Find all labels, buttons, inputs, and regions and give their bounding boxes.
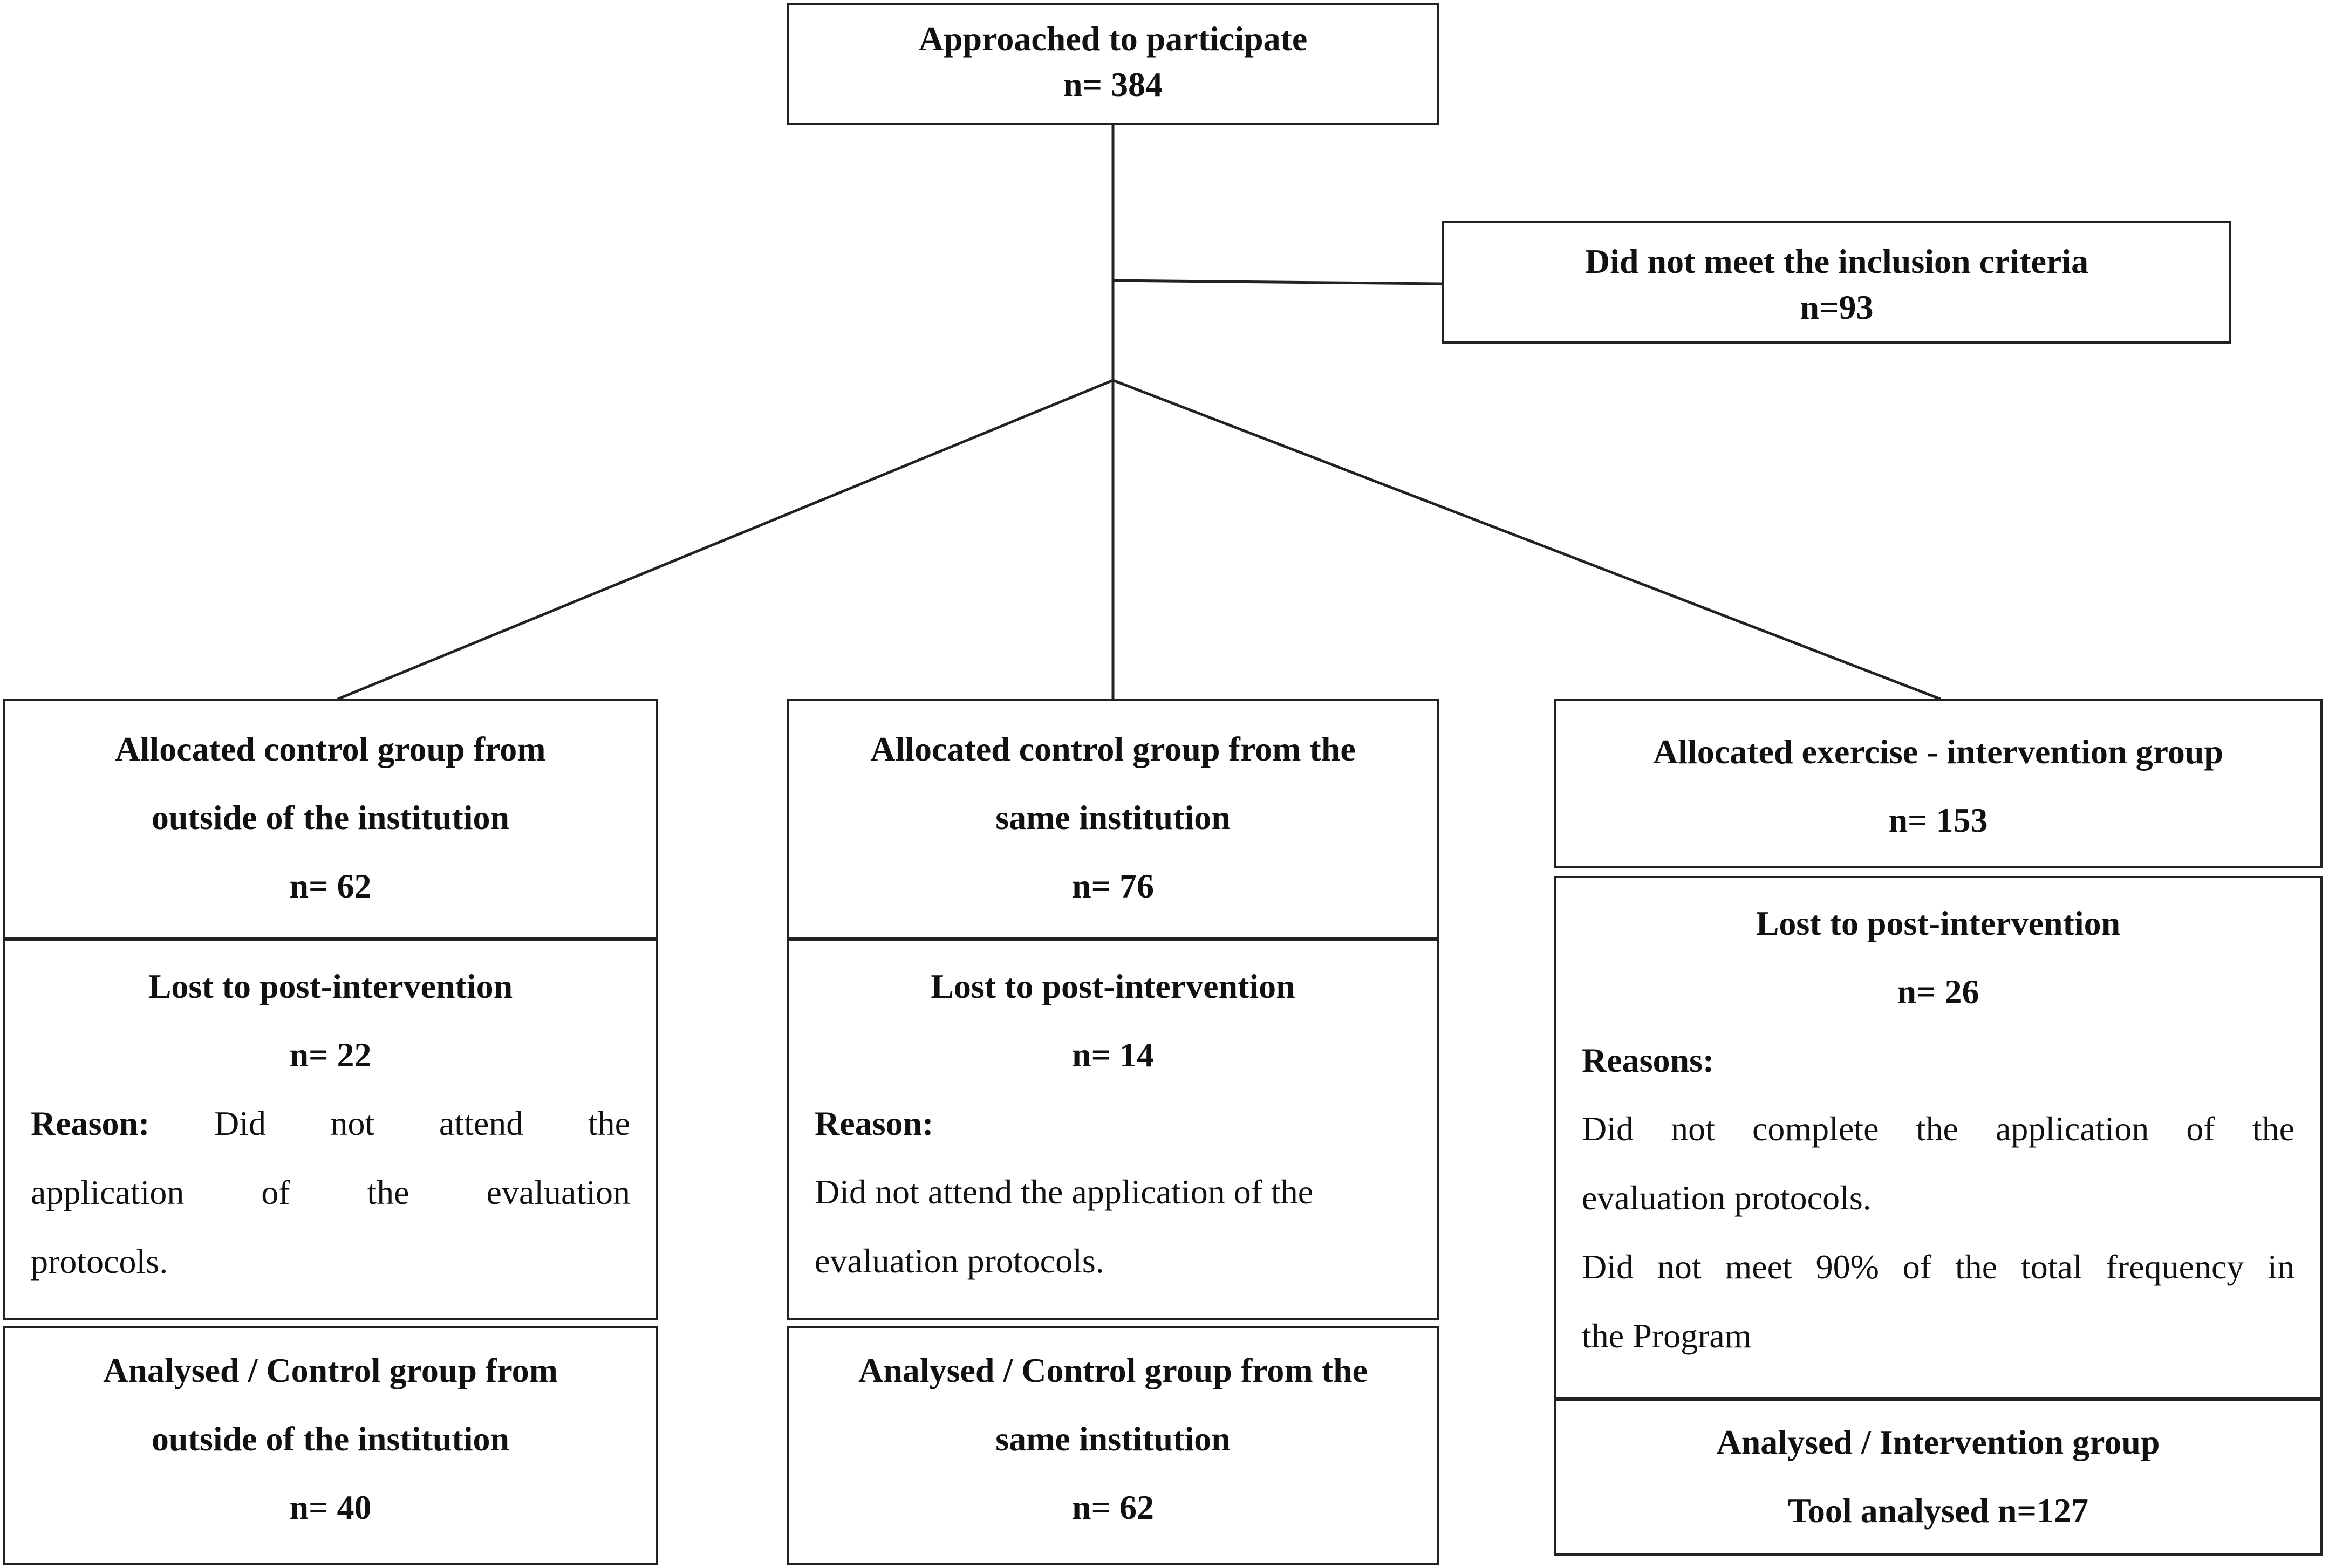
col2-allocated-line1: Allocated control group from the (870, 730, 1356, 768)
col1-reason-text1: Did not attend the (214, 1104, 631, 1142)
col1-allocated-line2: outside of the institution (151, 798, 510, 837)
col3-lost-box: Lost to post-intervention n= 26 Reasons:… (1554, 876, 2323, 1399)
col1-reason-line1: Reason: Did not attend the (5, 1089, 656, 1158)
col1-lost-title: Lost to post-intervention (148, 967, 513, 1005)
col1-analysed-count: n= 40 (289, 1488, 372, 1526)
excluded-title: Did not meet the inclusion criteria (1584, 242, 2089, 280)
col3-allocated-line1: Allocated exercise - intervention group (1653, 732, 2223, 771)
excluded-box: Did not meet the inclusion criteria n=93 (1442, 221, 2231, 344)
col1-lost-count: n= 22 (289, 1036, 372, 1074)
col1-allocated-box: Allocated control group from outside of … (3, 699, 658, 939)
col1-analysed-box: Analysed / Control group from outside of… (3, 1326, 658, 1565)
col3-reason-label: Reasons: (1582, 1041, 1715, 1079)
col2-allocated-count: n= 76 (1071, 867, 1155, 905)
col2-reason-line1: Did not attend the application of the (815, 1173, 1314, 1211)
col1-analysed-line2: outside of the institution (151, 1420, 510, 1458)
col3-lost-title: Lost to post-intervention (1756, 904, 2121, 942)
col3-analysed-box: Analysed / Intervention group Tool analy… (1554, 1399, 2323, 1556)
col2-analysed-line1: Analysed / Control group from the (858, 1351, 1368, 1389)
excluded-count: n=93 (1800, 288, 1874, 326)
col2-analysed-box: Analysed / Control group from the same i… (787, 1326, 1439, 1565)
approached-title: Approached to participate (918, 19, 1308, 58)
col1-reason-label: Reason: (31, 1104, 150, 1142)
col3-reason-line1: Did not complete the application of the (1582, 1110, 2294, 1148)
col3-reason-line3: Did not meet 90% of the total frequency … (1582, 1248, 2294, 1286)
col3-reason-line4: the Program (1582, 1317, 1752, 1355)
col3-reason-line2: evaluation protocols. (1582, 1179, 1872, 1217)
col2-lost-box: Lost to post-intervention n= 14 Reason: … (787, 939, 1439, 1320)
col2-reason-label: Reason: (815, 1104, 934, 1142)
col2-lost-title: Lost to post-intervention (931, 967, 1295, 1005)
col3-lost-count: n= 26 (1897, 973, 1979, 1011)
col1-analysed-line1: Analysed / Control group from (103, 1351, 558, 1389)
col2-allocated-line2: same institution (995, 798, 1231, 837)
col1-reason-line3: protocols. (31, 1242, 168, 1281)
approached-count: n= 384 (1063, 65, 1163, 104)
col2-lost-count: n= 14 (1071, 1036, 1155, 1074)
col2-allocated-box: Allocated control group from the same in… (787, 699, 1439, 939)
col2-analysed-line2: same institution (995, 1420, 1231, 1458)
col2-analysed-count: n= 62 (1071, 1488, 1155, 1526)
approached-box: Approached to participate n= 384 (787, 3, 1439, 125)
col3-analysed-line2: Tool analysed n=127 (1788, 1491, 2088, 1530)
col1-allocated-count: n= 62 (289, 867, 372, 905)
col1-lost-box: Lost to post-intervention n= 22 Reason: … (3, 939, 658, 1320)
col3-allocated-count: n= 153 (1888, 801, 1988, 839)
col3-analysed-line1: Analysed / Intervention group (1716, 1423, 2160, 1461)
col1-reason-line2: application of the evaluation (31, 1173, 630, 1211)
col2-reason-line2: evaluation protocols. (815, 1242, 1104, 1280)
col3-allocated-box: Allocated exercise - intervention group … (1554, 699, 2323, 868)
col1-allocated-line1: Allocated control group from (115, 730, 546, 768)
